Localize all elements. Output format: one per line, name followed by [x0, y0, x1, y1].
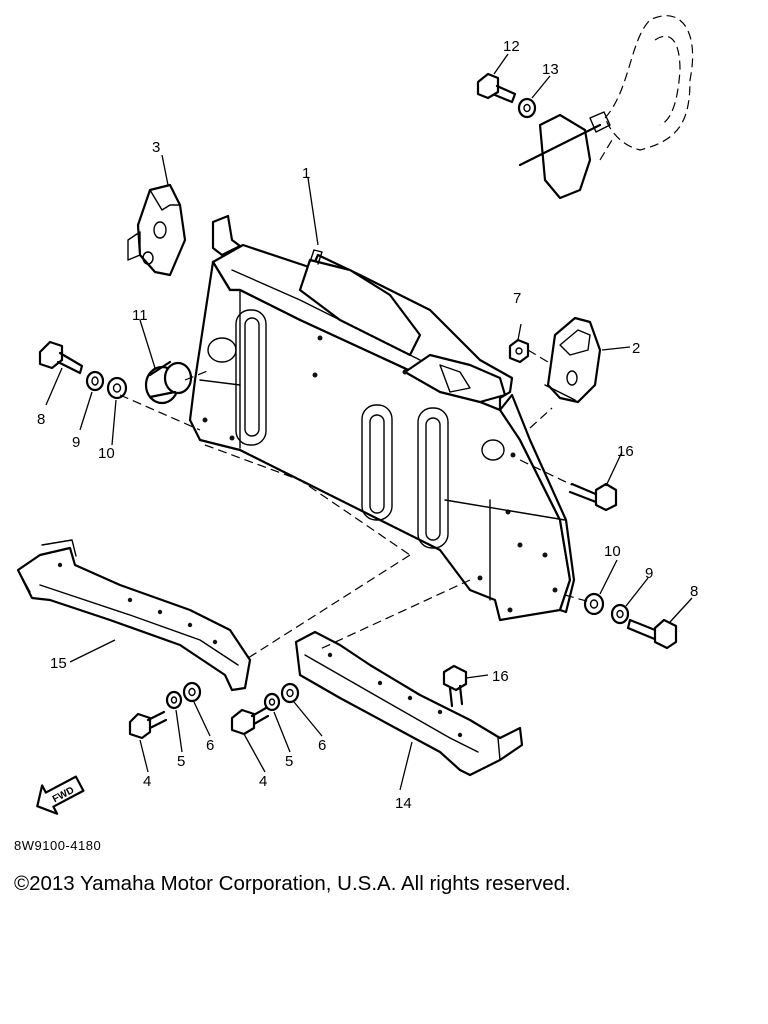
callout-16b: 16: [492, 668, 509, 685]
rubber-mount-part-11: [144, 360, 193, 405]
callout-5a: 5: [177, 753, 185, 770]
bolt-set-right: [583, 592, 678, 650]
callout-10b: 10: [604, 543, 621, 560]
callout-8a: 8: [37, 411, 45, 428]
callout-3: 3: [152, 139, 160, 156]
callout-15: 15: [50, 655, 67, 672]
callout-12: 12: [503, 38, 520, 55]
assembly-lines: [119, 349, 591, 661]
callout-2: 2: [632, 340, 640, 357]
copyright-notice: ©2013 Yamaha Motor Corporation, U.S.A. A…: [14, 872, 571, 895]
callout-1: 1: [302, 165, 310, 182]
bracket-part-3: [127, 183, 187, 277]
main-frame: [188, 214, 576, 622]
handle-assembly: [476, 15, 694, 200]
callout-14: 14: [395, 795, 412, 812]
callout-6b: 6: [318, 737, 326, 754]
callout-4a: 4: [143, 773, 151, 790]
callout-16a: 16: [617, 443, 634, 460]
callout-9b: 9: [645, 565, 653, 582]
bracket-part-2: [544, 316, 602, 404]
callout-11: 11: [132, 307, 148, 324]
cross-member-part-15: [16, 539, 252, 692]
callout-5b: 5: [285, 753, 293, 770]
callout-9a: 9: [72, 434, 80, 451]
nut-part-7: [508, 338, 530, 364]
parts-diagram: 1 2 3 4 4 5 5 6 6 7 8 8 9 9 10 10 11 12 …: [16, 15, 698, 815]
bolt-set-left: [38, 340, 128, 400]
callouts: 1 2 3 4 4 5 5 6 6 7 8 8 9 9 10 10 11 12 …: [37, 38, 698, 812]
leader-lines: [45, 53, 693, 791]
cross-member-part-14: [294, 630, 524, 777]
bolt-set-lower-left: [128, 681, 202, 740]
arrow-fwd-icon: FWD: [36, 775, 85, 815]
bolt-part-16-lower: [442, 664, 468, 708]
callout-13: 13: [542, 61, 559, 78]
callout-6a: 6: [206, 737, 214, 754]
bolt-set-lower-middle: [230, 682, 300, 736]
diagram-code: 8W9100-4180: [14, 838, 102, 853]
callout-10a: 10: [98, 445, 115, 462]
callout-8b: 8: [690, 583, 698, 600]
callout-4b: 4: [259, 773, 267, 790]
bolt-part-16-right: [568, 482, 618, 512]
callout-7: 7: [513, 290, 521, 307]
